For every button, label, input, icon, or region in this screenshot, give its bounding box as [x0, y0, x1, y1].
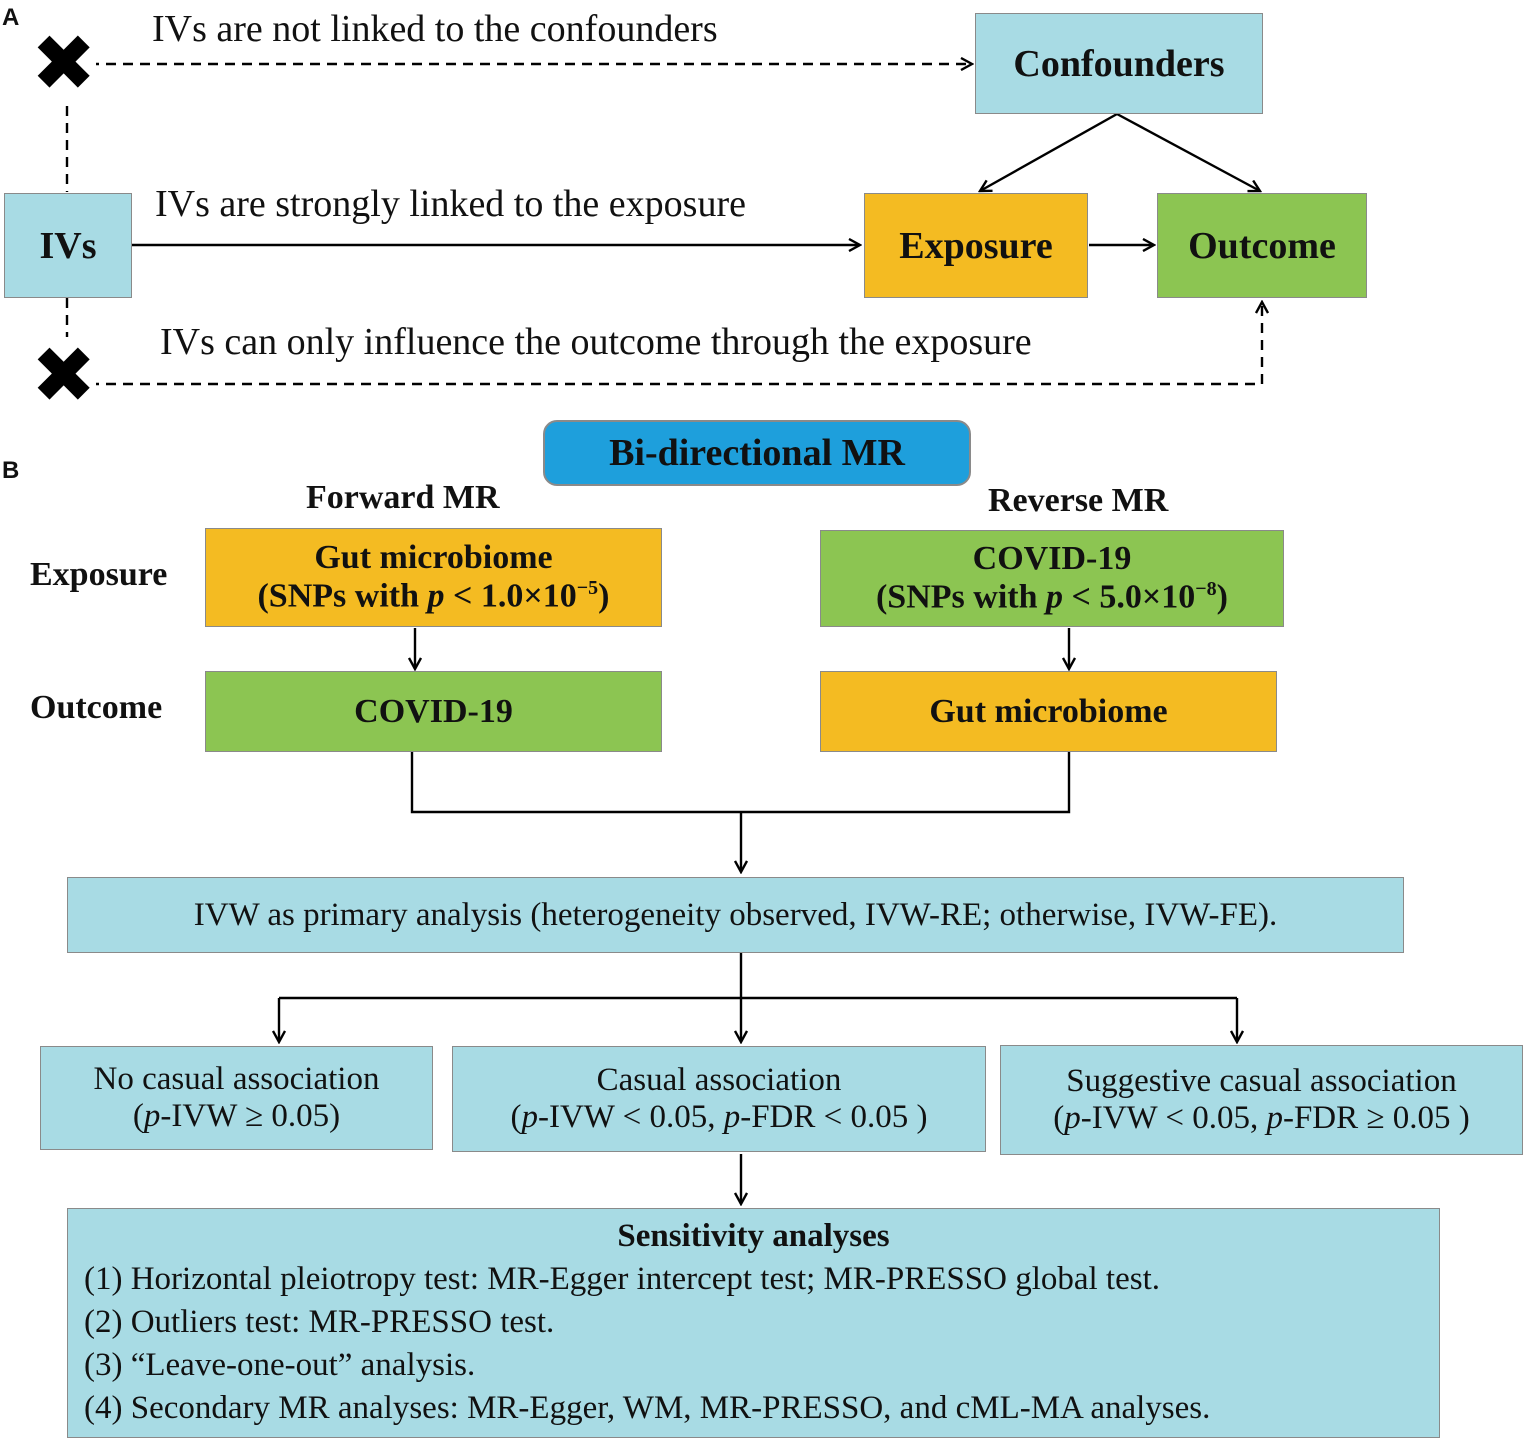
forward-mr-heading: Forward MR — [306, 479, 500, 516]
confounders-box: Confounders — [975, 13, 1263, 114]
suggestive-association-box: Suggestive casual association (p-IVW < 0… — [1000, 1045, 1523, 1155]
reverse-mr-heading: Reverse MR — [988, 482, 1169, 519]
bi-directional-mr-title: Bi-directional MR — [543, 420, 971, 486]
sensitivity-title: Sensitivity analyses — [617, 1218, 890, 1254]
exposure-box: Exposure — [864, 193, 1088, 298]
panel-b-label: B — [2, 457, 20, 484]
arrow-confounders-exposure — [980, 112, 1118, 191]
assumption-relevance-text: IVs are strongly linked to the exposure — [155, 183, 746, 225]
forward-exposure-box: Gut microbiome (SNPs with p < 1.0×10−5) — [205, 528, 662, 627]
panel-a-label: A — [2, 4, 20, 31]
arrow-confounders-outcome — [1116, 112, 1260, 191]
reverse-exposure-name: COVID-19 — [972, 540, 1132, 578]
reverse-exposure-box: COVID-19 (SNPs with p < 5.0×10−8) — [820, 530, 1284, 627]
ivs-box: IVs — [4, 193, 132, 298]
sensitivity-item: (4) Secondary MR analyses: MR-Egger, WM,… — [84, 1390, 1211, 1426]
cross-icon: ✖ — [31, 19, 97, 109]
row-label-exposure: Exposure — [30, 556, 168, 593]
sensitivity-analyses-box: Sensitivity analyses (1) Horizontal plei… — [67, 1208, 1440, 1438]
no-association-box: No casual association (p-IVW ≥ 0.05) — [40, 1046, 433, 1150]
forward-exposure-threshold: (SNPs with p < 1.0×10−5) — [257, 577, 610, 615]
reverse-outcome-box: Gut microbiome — [820, 671, 1277, 752]
merge-line — [410, 752, 1071, 814]
assumption-exclusion-text: IVs can only influence the outcome throu… — [160, 321, 1032, 363]
forward-exposure-name: Gut microbiome — [314, 539, 553, 577]
association-box: Casual association (p-IVW < 0.05, p-FDR … — [452, 1046, 986, 1152]
reverse-exposure-threshold: (SNPs with p < 5.0×10−8) — [875, 578, 1228, 616]
sensitivity-item: (3) “Leave-one-out” analysis. — [84, 1347, 476, 1383]
outcome-box: Outcome — [1157, 193, 1367, 298]
assumption-not-confounded-text: IVs are not linked to the confounders — [152, 7, 718, 51]
primary-analysis-box: IVW as primary analysis (heterogeneity o… — [67, 877, 1404, 953]
forward-outcome-box: COVID-19 — [205, 671, 662, 752]
cross-icon: ✖ — [31, 331, 97, 421]
sensitivity-item: (1) Horizontal pleiotropy test: MR-Egger… — [84, 1261, 1161, 1297]
row-label-outcome: Outcome — [30, 689, 163, 726]
sensitivity-item: (2) Outliers test: MR-PRESSO test. — [84, 1304, 555, 1340]
